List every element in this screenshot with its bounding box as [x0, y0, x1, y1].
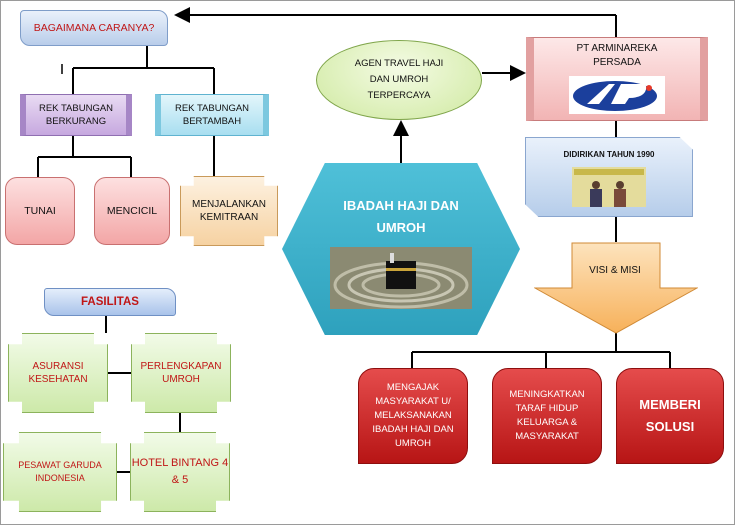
fasilitas-header: FASILITAS [44, 288, 176, 316]
hotel-box: HOTEL BINTANG 4 & 5 [130, 432, 230, 512]
meningkatkan-box: MENINGKATKAN TARAF HIDUP KELUARGA & MASY… [492, 368, 602, 464]
memberi-box: MEMBERI SOLUSI [616, 368, 724, 464]
agen-ellipse: AGEN TRAVEL HAJI DAN UMROH TERPERCAYA [316, 40, 482, 120]
rek-bertambah-box: REK TABUNGAN BERTAMBAH [155, 94, 269, 136]
perlengkapan-box: PERLENGKAPAN UMROH [131, 333, 231, 413]
kemitraan-box: MENJALANKAN KEMITRAAN [180, 176, 278, 246]
mencicil-box: MENCICIL [94, 177, 170, 245]
garuda-box: PESAWAT GARUDA INDONESIA [3, 432, 117, 512]
company-logo [569, 76, 665, 114]
tunai-box: TUNAI [5, 177, 75, 245]
founders-photo [572, 167, 646, 207]
rek-berkurang-box: REK TABUNGAN BERKURANG [20, 94, 132, 136]
visi-arrow-shape [534, 242, 698, 334]
mengajak-box: MENGAJAK MASYARAKAT U/ MELAKSANAKAN IBAD… [358, 368, 468, 464]
asuransi-box: ASURANSI KESEHATAN [8, 333, 108, 413]
visi-misi-label: VISI & MISI [589, 264, 641, 276]
founded-box: DIDIRIKAN TAHUN 1990 [525, 137, 693, 217]
center-hexagon: IBADAH HAJI DAN UMROH [282, 163, 520, 335]
company-box: PT ARMINAREKA PERSADA [526, 37, 708, 121]
kaaba-image [330, 247, 472, 309]
question-header: BAGAIMANA CARANYA? [20, 10, 168, 46]
